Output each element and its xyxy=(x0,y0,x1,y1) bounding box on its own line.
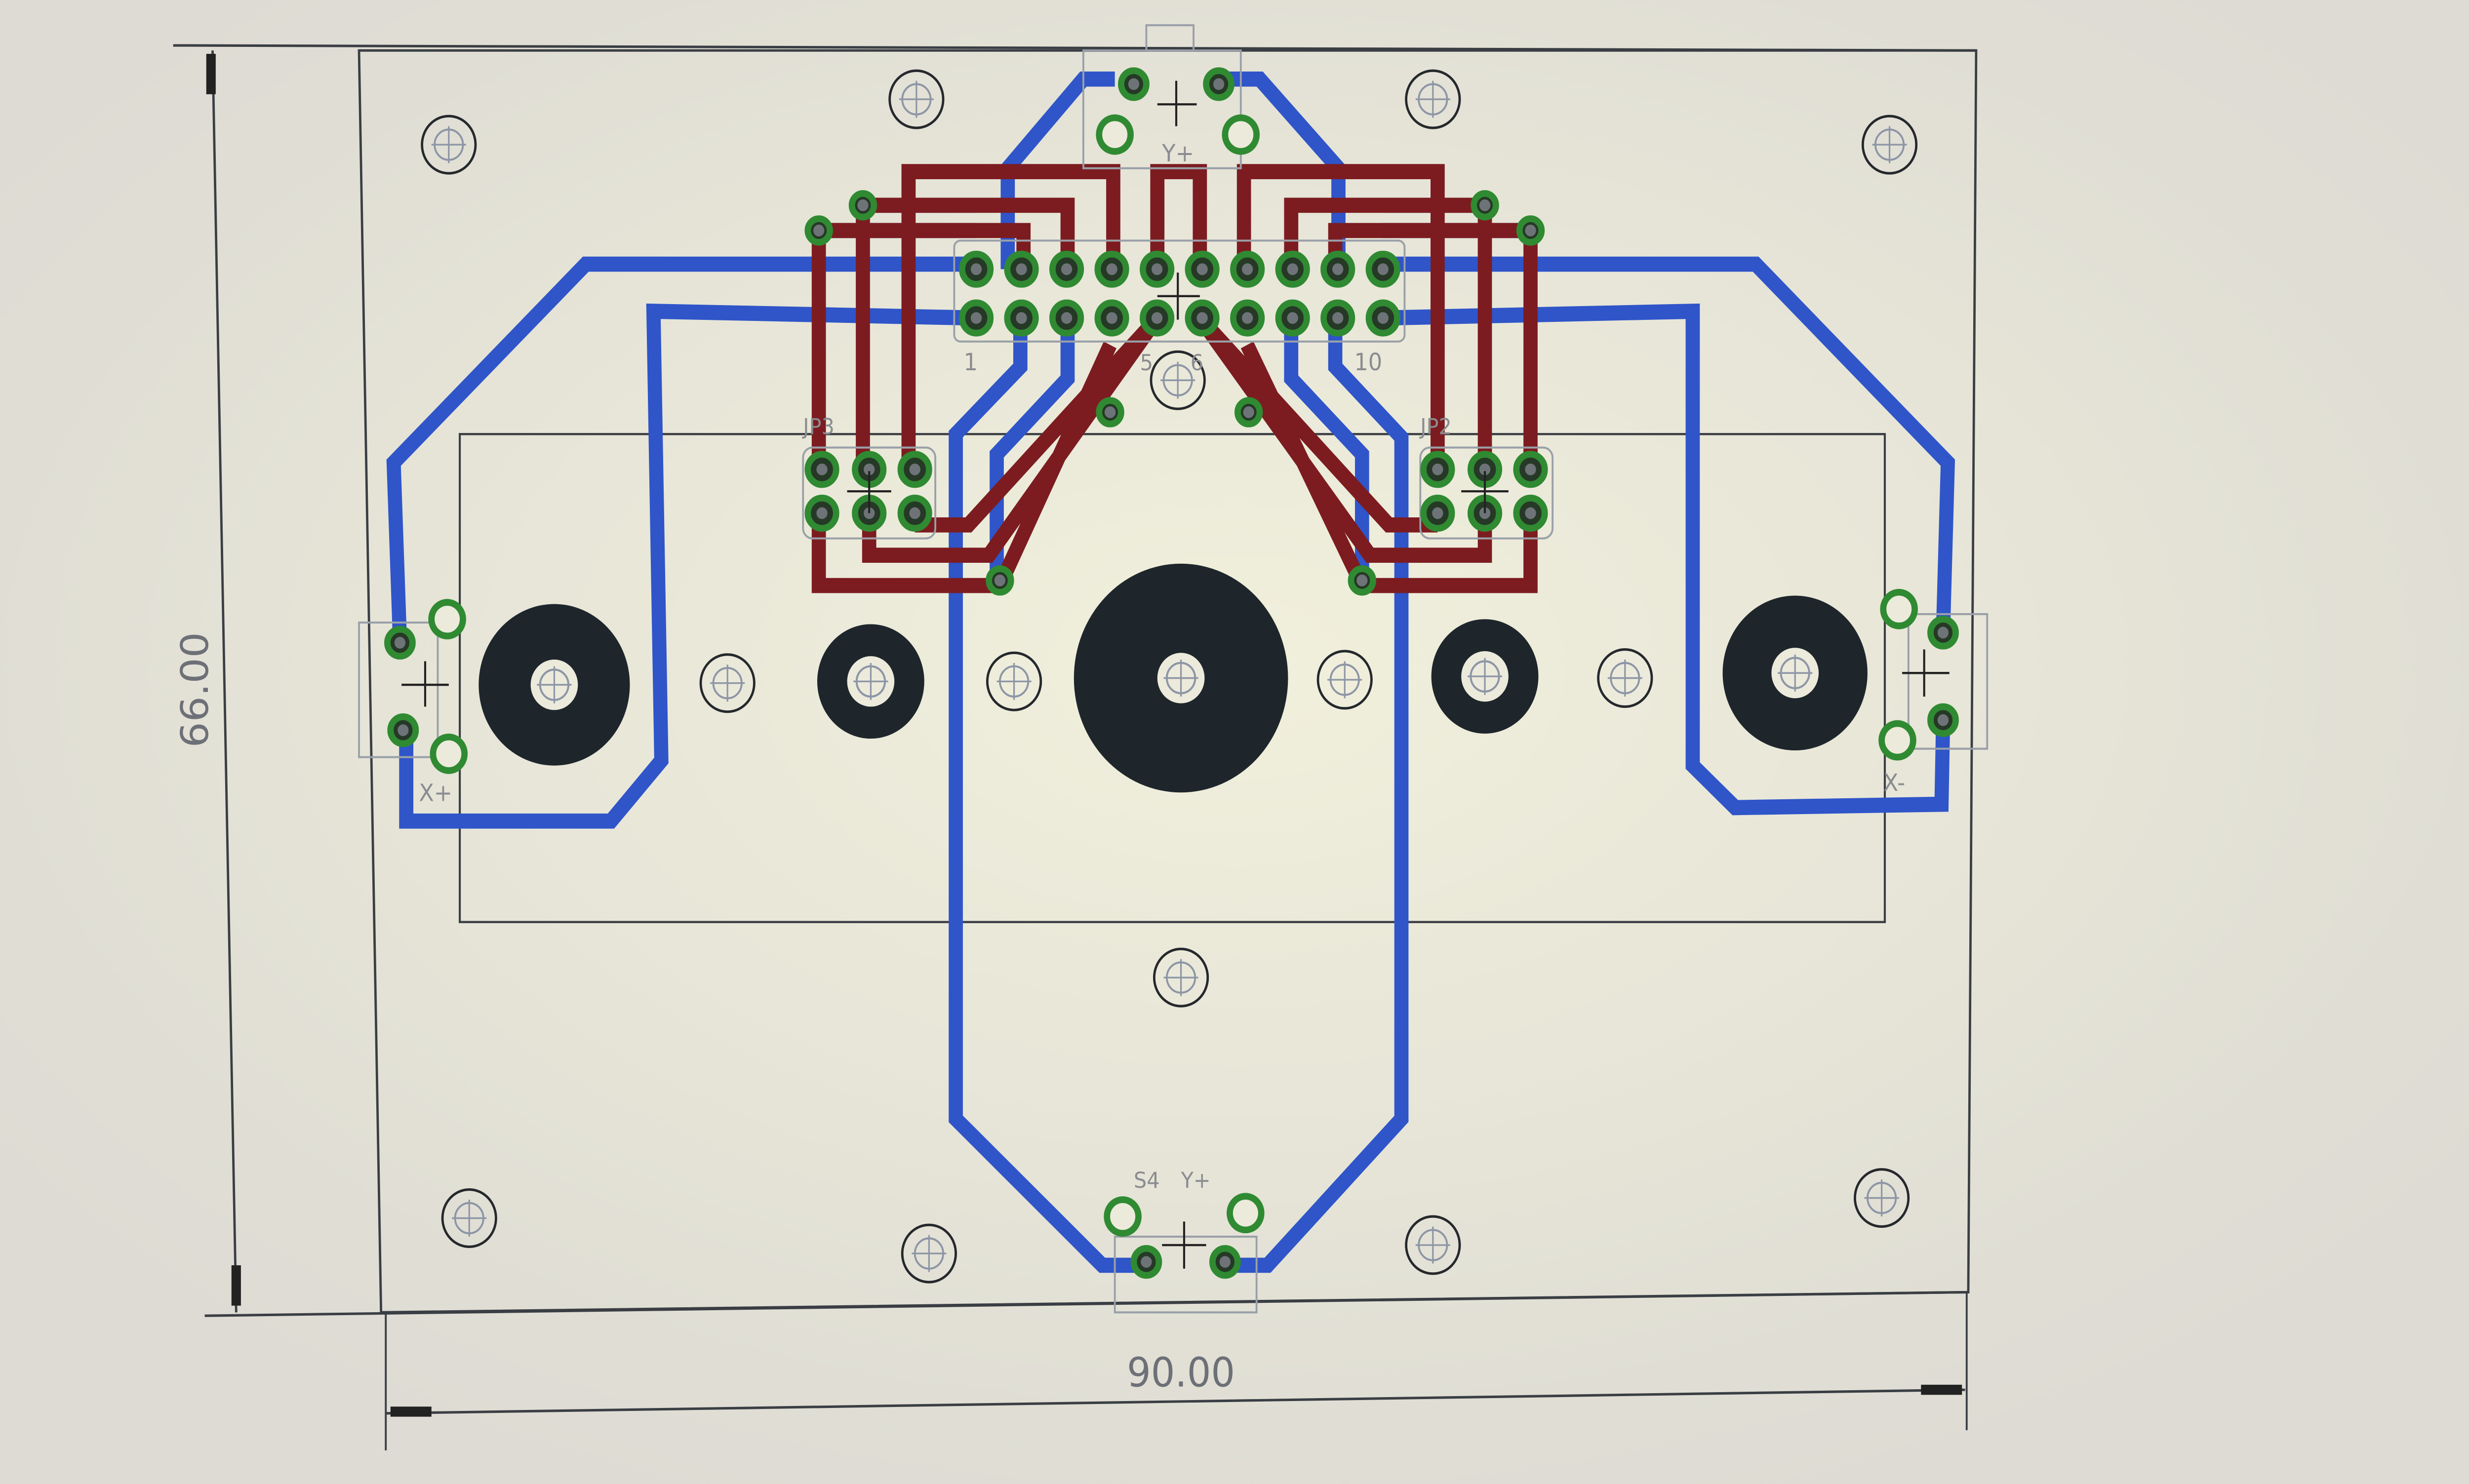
pad xyxy=(1230,299,1265,337)
pad xyxy=(804,495,839,532)
top-connector-label: Y+ xyxy=(1161,140,1194,167)
crosshair-mark-icon xyxy=(1405,69,1461,129)
pad xyxy=(1140,299,1175,337)
pad xyxy=(1275,299,1310,337)
crosshair-mark-icon xyxy=(888,69,945,129)
pad xyxy=(1471,190,1499,221)
pad xyxy=(1513,451,1548,488)
pad xyxy=(1880,588,1918,629)
crosshair-mark-icon xyxy=(853,663,888,700)
pad xyxy=(1467,451,1503,488)
height-dimension-label: 66.00 xyxy=(172,632,217,747)
pad xyxy=(1049,299,1084,337)
component-silkscreen xyxy=(358,24,1989,1314)
origin-crosshairs xyxy=(401,80,1950,1269)
pad xyxy=(986,565,1014,596)
pad xyxy=(897,451,932,488)
bottom-layer-traces xyxy=(811,164,1538,593)
pad xyxy=(958,299,994,337)
pad xyxy=(897,495,932,532)
crosshair-mark-icon xyxy=(441,1188,497,1249)
header-pin-1-label: 1 xyxy=(964,348,978,376)
pad xyxy=(1320,299,1355,337)
pad xyxy=(1203,67,1235,101)
pad xyxy=(1096,397,1124,428)
pad xyxy=(1004,250,1039,288)
pad xyxy=(1927,616,1959,650)
pad xyxy=(804,451,839,488)
header-pin-6-label: 6 xyxy=(1191,351,1203,376)
crosshair-mark-icon xyxy=(537,666,572,703)
pad xyxy=(1094,250,1129,288)
pad xyxy=(1104,1196,1142,1237)
inner-outline xyxy=(459,433,1886,923)
crosshair-mark-icon xyxy=(1150,350,1206,410)
pad xyxy=(1222,114,1260,155)
crosshair-mark-icon xyxy=(1405,1215,1461,1275)
pad xyxy=(430,733,468,774)
bottom-connector-pin-label: Y+ xyxy=(1181,1168,1211,1194)
pad xyxy=(1230,250,1265,288)
pad xyxy=(1118,67,1150,101)
pads xyxy=(384,67,1959,1279)
pad xyxy=(1185,250,1220,288)
pad xyxy=(1516,215,1545,246)
width-dimension: 90.00 xyxy=(385,1292,1968,1450)
crosshair-mark-icon xyxy=(1853,1168,1910,1228)
pad xyxy=(1096,114,1134,155)
pad xyxy=(1130,1245,1162,1279)
crosshair-mark-icon xyxy=(1153,947,1209,1008)
pad xyxy=(387,713,419,747)
pad xyxy=(1185,299,1220,337)
jp3-label: JP3 xyxy=(801,414,834,440)
pad xyxy=(958,250,994,288)
pad xyxy=(1513,495,1548,532)
pad xyxy=(1049,250,1084,288)
crosshair-mark-icon xyxy=(1861,115,1918,175)
pad xyxy=(1094,299,1129,337)
pad xyxy=(848,190,877,221)
right-connector-label: X- xyxy=(1883,769,1905,796)
board-bottom-extension xyxy=(204,1290,1968,1317)
header-pin-10-label: 10 xyxy=(1354,348,1382,376)
pad xyxy=(1420,495,1455,532)
pad xyxy=(1878,720,1916,761)
crosshair-mark-icon xyxy=(699,653,756,713)
pad xyxy=(1348,565,1376,596)
crosshair-mark-icon xyxy=(421,115,477,175)
pad xyxy=(1209,1245,1241,1279)
pad xyxy=(1234,397,1263,428)
pad xyxy=(1320,250,1355,288)
pad xyxy=(1275,250,1310,288)
crosshair-mark-icon xyxy=(1597,648,1653,708)
left-connector-label: X+ xyxy=(419,779,452,807)
bottom-connector-label: S4 xyxy=(1134,1168,1160,1194)
crosshair-mark-icon xyxy=(901,1223,957,1284)
pad xyxy=(384,625,416,660)
pad xyxy=(1227,1193,1265,1234)
width-dimension-label: 90.00 xyxy=(1127,1349,1235,1396)
pad xyxy=(1365,250,1400,288)
crosshair-mark-icon xyxy=(1163,660,1198,697)
header-pin-5-label: 5 xyxy=(1140,351,1153,376)
pad xyxy=(1420,451,1455,488)
pad xyxy=(428,599,466,640)
pad xyxy=(804,215,833,246)
jp2-label: JP2 xyxy=(1419,414,1451,440)
pad xyxy=(1365,299,1400,337)
crosshair-mark-icon xyxy=(986,651,1042,711)
pad xyxy=(1927,703,1959,737)
pad xyxy=(1140,250,1175,288)
board-top-extension xyxy=(173,44,1976,52)
crosshair-mark-icon xyxy=(1467,658,1503,695)
height-dimension: 66.00 xyxy=(172,50,241,1313)
crosshair-mark-icon xyxy=(1316,650,1373,710)
crosshair-mark-icon xyxy=(1778,654,1813,692)
pad xyxy=(1004,299,1039,337)
crosshair-marks xyxy=(421,69,1918,1284)
